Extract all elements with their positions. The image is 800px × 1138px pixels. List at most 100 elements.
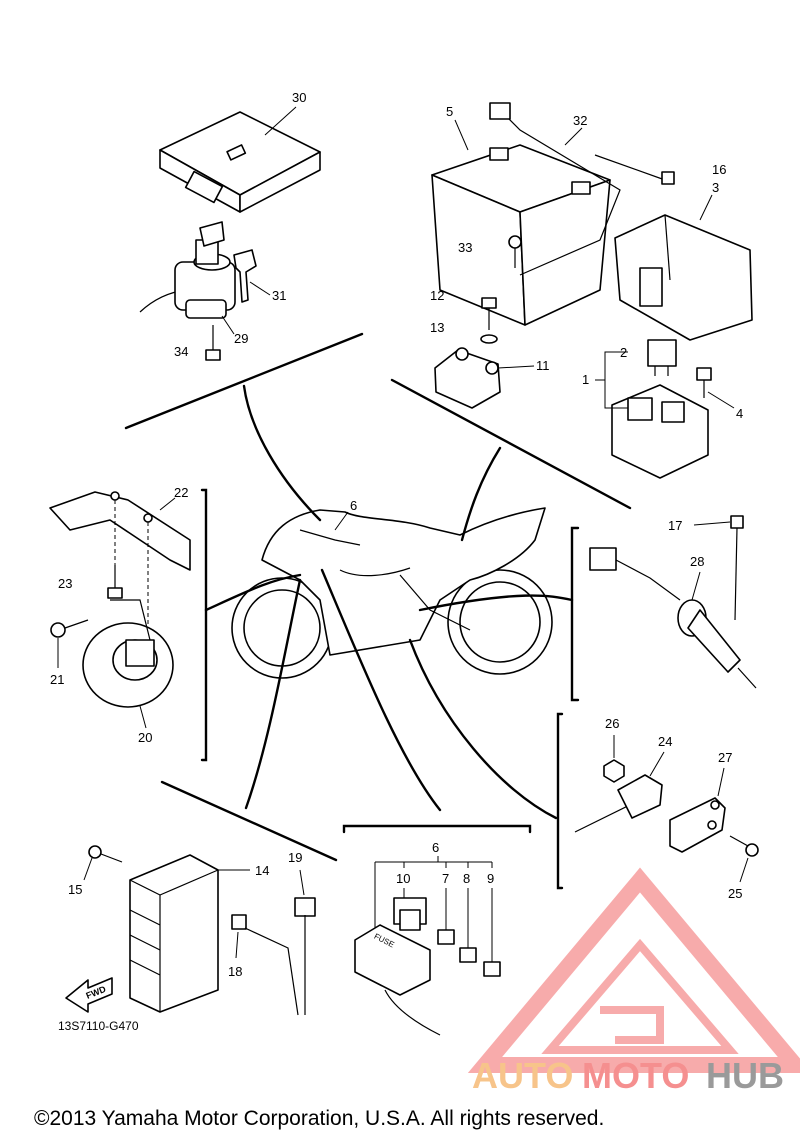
bolt-33: [508, 235, 522, 268]
callout-5: 5: [446, 104, 453, 119]
watermark-moto: MOTO: [582, 1055, 689, 1096]
callout-2: 2: [620, 345, 627, 360]
callout-30: 30: [292, 90, 306, 105]
callout-10: 10: [396, 871, 410, 886]
leader-31: [249, 281, 271, 296]
bolt-21: [50, 619, 89, 638]
callout-24: 24: [658, 734, 672, 749]
main-switch: [139, 221, 236, 319]
fuse-9: [483, 961, 501, 977]
fuse-7: [437, 929, 455, 945]
nut-26: [603, 759, 625, 783]
bracket-gear-section: [556, 712, 564, 890]
leader-25: [739, 857, 749, 883]
leader-22: [159, 497, 176, 511]
screw-25: [729, 835, 759, 857]
fwd-arrow-icon: FWD: [65, 977, 113, 1013]
leader-3: [699, 194, 713, 221]
callout-9: 9: [487, 871, 494, 886]
key-icon: [233, 249, 257, 303]
battery-band-32: [489, 102, 621, 276]
bolt-34: [205, 325, 221, 361]
connector-horn: [204, 573, 302, 612]
callout-20: 20: [138, 730, 152, 745]
leader-11: [497, 365, 535, 369]
callout-12: 12: [430, 288, 444, 303]
plate-27: [669, 797, 726, 853]
callout-16: 16: [712, 162, 726, 177]
callout-22: 22: [174, 485, 188, 500]
motorcycle-silhouette: [231, 507, 553, 679]
bolt-15: [88, 845, 123, 863]
cable-tie-17: [730, 515, 744, 621]
starter-relay-bracket-11: [434, 347, 501, 409]
battery-cover-3: [614, 214, 753, 341]
horn-bracket-22: [49, 491, 191, 571]
fuse-10: [393, 897, 427, 931]
callout-33: 33: [458, 240, 472, 255]
fuse-box: FUSE: [354, 924, 441, 1036]
battery: [431, 144, 611, 326]
callout-26: 26: [605, 716, 619, 731]
callout-8: 8: [463, 871, 470, 886]
callout-6: 6: [350, 498, 357, 513]
leader-6: [334, 511, 349, 531]
callout-28: 28: [690, 554, 704, 569]
fuse-2: [647, 339, 677, 376]
group-line-battery: [390, 378, 632, 510]
callout-25: 25: [728, 886, 742, 901]
watermark-text: AUTO MOTO HUB: [472, 1055, 784, 1096]
switch-24: [574, 774, 663, 833]
callout-23: 23: [58, 576, 72, 591]
callout-29: 29: [234, 331, 248, 346]
sensor-28: [589, 547, 757, 689]
bolt-4: [696, 367, 712, 398]
band-18: [231, 914, 299, 1016]
connector-regulator: [244, 578, 302, 810]
callout-6-fuse: 6: [432, 840, 439, 855]
connector-ecu: [242, 384, 322, 522]
callout-34: 34: [174, 344, 188, 359]
bracket-horn-section: [200, 488, 208, 762]
clamp-19: [294, 897, 316, 1015]
horn-20: [82, 599, 174, 708]
rectifier-regulator-14: [129, 854, 219, 1013]
connector-relay: [460, 446, 502, 542]
leader-20: [139, 705, 147, 729]
callout-7: 7: [442, 871, 449, 886]
watermark-hub: HUB: [706, 1055, 784, 1096]
callout-15: 15: [68, 882, 82, 897]
callout-31: 31: [272, 288, 286, 303]
watermark-auto: AUTO: [472, 1055, 573, 1096]
callout-18: 18: [228, 964, 242, 979]
leader-15: [83, 857, 93, 881]
cable-band-16: [594, 154, 675, 185]
callout-1: 1: [582, 372, 589, 387]
leader-27: [717, 767, 725, 797]
bracket-6: [374, 856, 493, 930]
reference-code: 13S7110-G470: [58, 1019, 139, 1033]
bracket-fuse-section: [342, 824, 532, 834]
connector-fuse: [320, 568, 442, 812]
callout-32: 32: [573, 113, 587, 128]
callout-19: 19: [288, 850, 302, 865]
leader-19: [299, 869, 305, 896]
leader-17: [693, 521, 731, 526]
callout-4: 4: [736, 406, 743, 421]
bolt-12: [481, 297, 497, 330]
ecu-unit: [159, 111, 321, 213]
leader-29: [221, 315, 235, 335]
group-line-ecu: [124, 332, 364, 430]
fuse-8: [459, 947, 477, 963]
bolt-23: [107, 565, 123, 599]
washer-13: [480, 334, 498, 344]
leader-4: [707, 391, 735, 409]
connector-sensor: [418, 594, 574, 612]
copyright-notice: ©2013 Yamaha Motor Corporation, U.S.A. A…: [34, 1107, 604, 1130]
connector-gear: [408, 638, 558, 820]
callout-27: 27: [718, 750, 732, 765]
bracket-regulator-section: [160, 780, 338, 862]
starter-relay-1: [611, 384, 709, 479]
callout-21: 21: [50, 672, 64, 687]
